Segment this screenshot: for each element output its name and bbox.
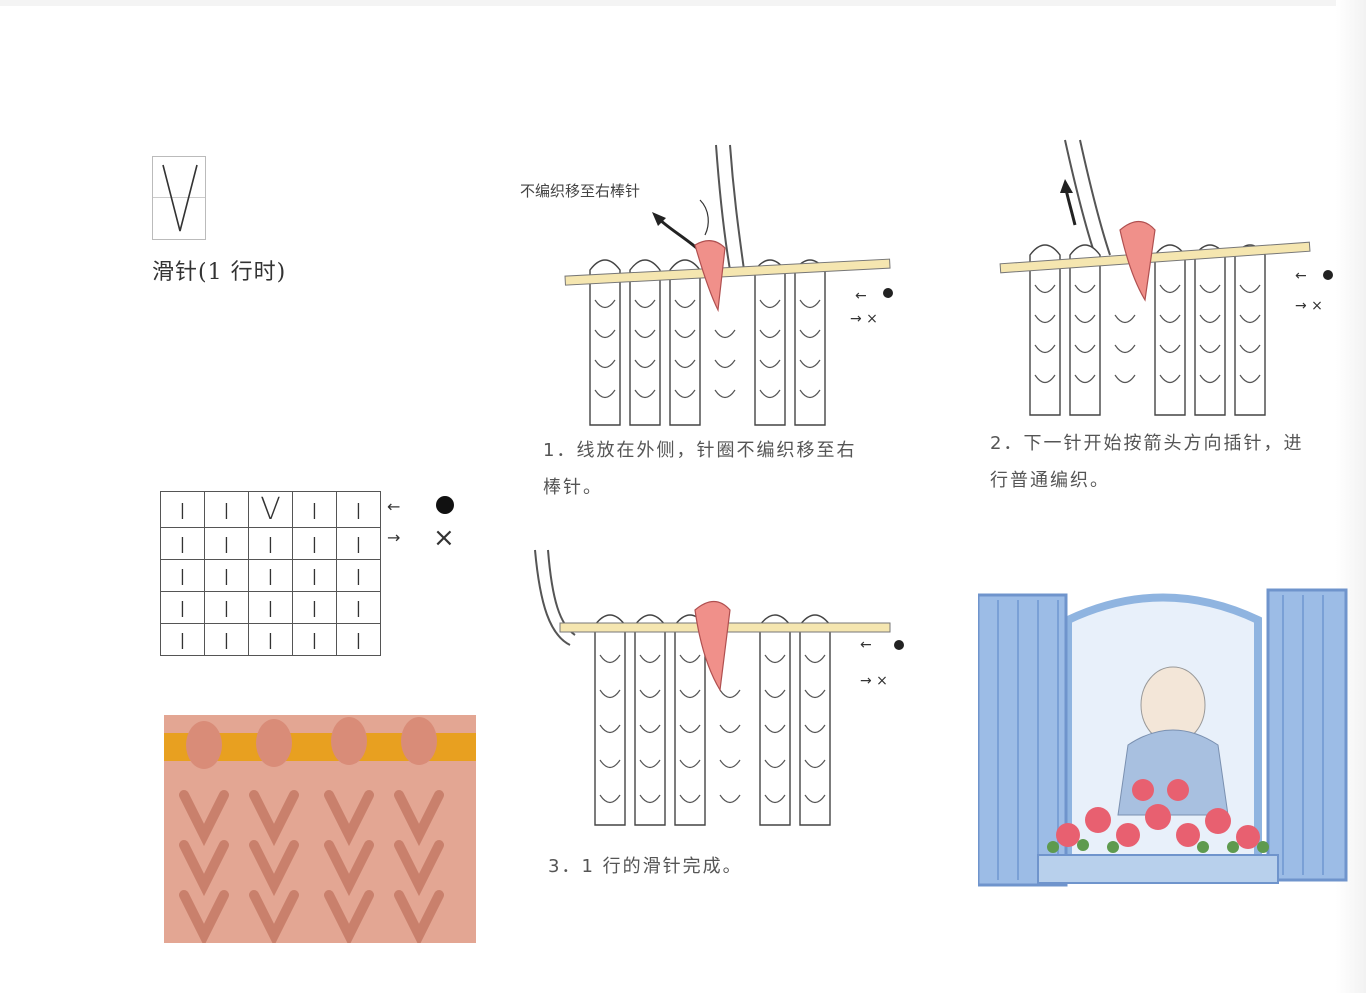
chart-cell-knit: | [336,527,381,560]
chart-cell-knit: | [160,527,205,560]
svg-text:←: ← [855,288,867,304]
step2-caption-line2: 行普通编织。 [990,470,1110,491]
chart-row: ||V|| [160,491,381,528]
chart-cell-knit: | [204,527,249,560]
chart-cell-knit: | [204,559,249,592]
chart-cell-knit: | [292,591,337,624]
chart-cell-knit: | [160,491,205,528]
chart-row: ||||| [160,527,381,560]
annotation-label: 不编织移至右棒针 [520,182,641,200]
chart-cell-knit: | [336,559,381,592]
chart-cell-slip: V [248,491,293,528]
chart-cell-knit: | [292,491,337,528]
svg-text:→ ×: → × [860,673,888,689]
chart-cell-knit: | [248,623,293,656]
scan-top-band [0,0,1366,6]
step1-caption: 1．线放在外侧，针圈不编织移至右 棒针。 [543,432,856,506]
page-title: 滑针(1 行时) [152,260,287,285]
step2-illustration: ← → × [995,135,1345,425]
step3-illustration: ← → × [530,545,915,830]
chart-cell-knit: | [292,623,337,656]
chart-cell-knit: | [160,591,205,624]
chart-cell-knit: | [160,559,205,592]
chart-cell-knit: | [336,591,381,624]
slip-stitch-symbol [152,156,206,240]
chart-cell-knit: | [204,623,249,656]
chart-cell-knit: | [292,559,337,592]
chart-row: ||||| [160,623,381,656]
chart-cell-knit: | [248,591,293,624]
svg-text:←: ← [1295,268,1307,284]
step3-caption: 3．1 行的滑针完成。 [548,856,743,877]
svg-text:→ ×: → × [850,311,878,327]
step1-caption-line1: 1．线放在外侧，针圈不编织移至右 [543,440,857,461]
svg-text:←: ← [387,497,400,516]
step1-caption-line2: 棒针。 [543,477,603,498]
chart-row: ||||| [160,559,381,592]
chart-row: ||||| [160,591,381,624]
chart-cell-knit: | [160,623,205,656]
step2-caption: 2．下一针开始按箭头方向插针，进 行普通编织。 [990,425,1303,499]
chart-cell-knit: | [204,591,249,624]
step2-caption-line1: 2．下一针开始按箭头方向插针，进 [990,433,1304,454]
chart-row-legend: ← → × [385,490,465,553]
chart-cell-knit: | [336,623,381,656]
chart-cell-knit: | [248,527,293,560]
stitch-chart: ||V|||||||||||||||||||||| [160,491,381,656]
chart-cell-knit: | [204,491,249,528]
step1-illustration: 不编织移至右棒针 ← → × [520,140,900,430]
window-illustration [976,585,1350,895]
chart-cell-knit: | [248,559,293,592]
svg-text:←: ← [860,637,872,653]
chart-cell-knit: | [336,491,381,528]
svg-text:→: → [387,528,400,547]
svg-text:→ ×: → × [1295,298,1323,314]
knit-photo [164,715,476,943]
svg-text:×: × [433,523,455,550]
chart-cell-knit: | [292,527,337,560]
